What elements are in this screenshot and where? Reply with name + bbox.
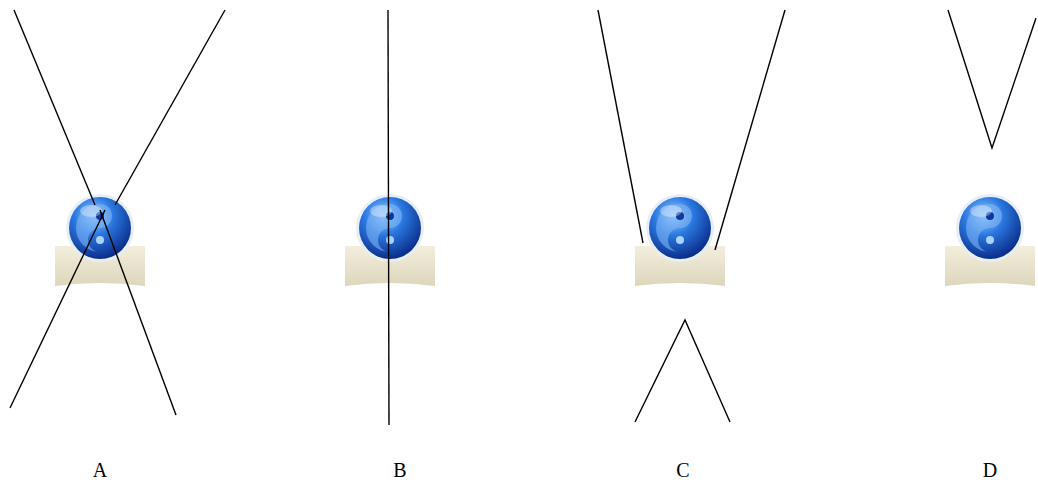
ball-a xyxy=(55,194,145,286)
ball-b xyxy=(345,194,435,286)
string-lines xyxy=(10,10,1036,425)
panel-label: C xyxy=(676,460,689,480)
panel-label: B xyxy=(393,460,406,480)
ball-d xyxy=(945,194,1035,286)
panel-label: D xyxy=(983,460,997,480)
ball-c xyxy=(635,194,725,286)
panel-label: A xyxy=(93,460,107,480)
